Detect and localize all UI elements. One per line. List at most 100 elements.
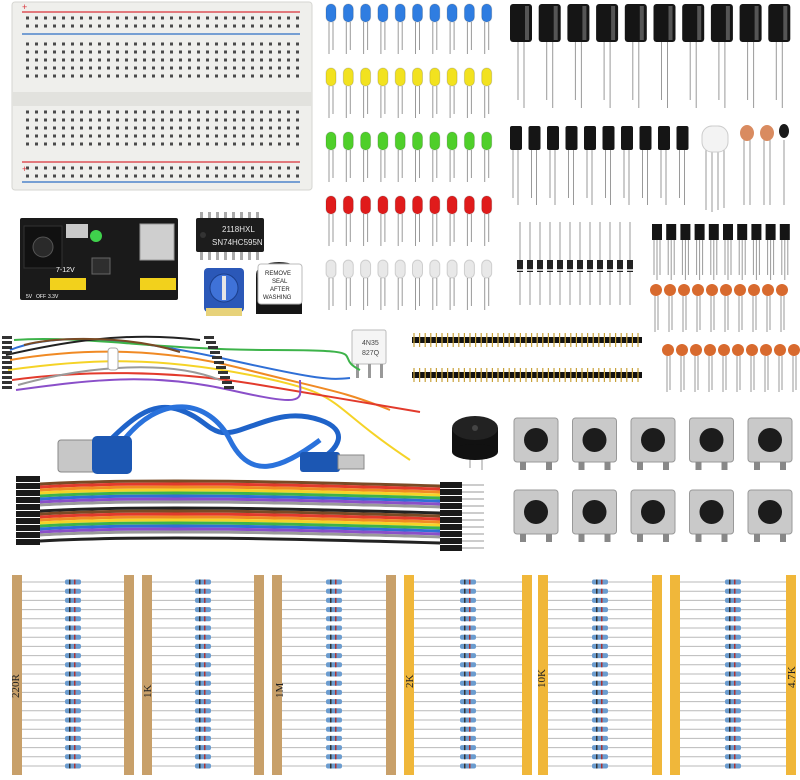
resistor-band bbox=[74, 735, 76, 741]
breadboard-hole bbox=[44, 142, 47, 146]
breadboard-hole bbox=[188, 66, 191, 70]
button-leg bbox=[780, 534, 786, 542]
breadboard-hole bbox=[278, 174, 281, 178]
resistor-band bbox=[335, 653, 337, 659]
resistor-band bbox=[469, 699, 471, 705]
resistor bbox=[65, 579, 81, 585]
resistor bbox=[65, 680, 81, 686]
resistor-band bbox=[69, 671, 71, 677]
breadboard-hole bbox=[296, 66, 299, 70]
resistor bbox=[195, 597, 211, 603]
breadboard-hole bbox=[287, 142, 290, 146]
breadboard-hole bbox=[269, 126, 272, 130]
breadboard-hole bbox=[197, 74, 200, 78]
breadboard-hole bbox=[224, 118, 227, 122]
resistor-band bbox=[199, 579, 201, 585]
resistor-band bbox=[469, 745, 471, 751]
resistor bbox=[326, 754, 342, 760]
dupont-connector bbox=[16, 518, 40, 524]
breadboard-hole bbox=[35, 134, 38, 138]
breadboard-hole bbox=[296, 110, 299, 114]
resistor bbox=[195, 763, 211, 769]
breadboard-hole bbox=[233, 74, 236, 78]
ribbon-wire bbox=[39, 527, 441, 536]
breadboard-hole bbox=[89, 16, 92, 20]
resistor bbox=[725, 634, 741, 640]
cap-stripe bbox=[611, 6, 616, 40]
jumper-tip bbox=[2, 376, 12, 379]
breadboard-hole bbox=[116, 142, 119, 146]
diode bbox=[567, 260, 573, 272]
cap-stripe bbox=[754, 6, 759, 40]
ceramic-capacitor bbox=[774, 344, 786, 356]
led-green bbox=[446, 131, 458, 151]
breadboard-hole bbox=[188, 16, 191, 20]
resistor-band bbox=[69, 597, 71, 603]
resistor-band bbox=[330, 671, 332, 677]
jumper-wire-bundle bbox=[2, 335, 421, 461]
ceramic-capacitor bbox=[706, 284, 718, 296]
transistor bbox=[694, 224, 705, 240]
breadboard-hole bbox=[287, 24, 290, 28]
breadboard-hole bbox=[98, 166, 101, 170]
breadboard-hole bbox=[89, 174, 92, 178]
resistor bbox=[592, 653, 608, 659]
resistor-band bbox=[734, 579, 736, 585]
small-electrolytic-capacitor bbox=[676, 126, 689, 150]
breadboard-hole bbox=[179, 142, 182, 146]
breadboard-hole bbox=[242, 110, 245, 114]
breadboard-hole bbox=[242, 16, 245, 20]
led-blue bbox=[481, 3, 493, 23]
breadboard-hole bbox=[134, 50, 137, 54]
resistor-band bbox=[729, 653, 731, 659]
led-white bbox=[412, 259, 423, 279]
small-electrolytic-capacitor bbox=[621, 126, 633, 150]
led-red bbox=[377, 195, 389, 215]
usb-cable bbox=[57, 404, 365, 474]
resistor-band bbox=[734, 754, 736, 760]
ceramic-capacitor bbox=[650, 284, 662, 296]
breadboard-hole bbox=[197, 110, 200, 114]
breadboard-hole bbox=[116, 42, 119, 46]
breadboard-hole bbox=[134, 142, 137, 146]
resistor bbox=[65, 689, 81, 695]
resistor bbox=[592, 699, 608, 705]
button-leg bbox=[637, 534, 643, 542]
resistor bbox=[326, 745, 342, 751]
resistor bbox=[725, 735, 741, 741]
breadboard-hole bbox=[107, 142, 110, 146]
resistor-band bbox=[335, 680, 337, 686]
resistor-band bbox=[469, 662, 471, 668]
dupont-connector bbox=[440, 524, 462, 530]
breadboard-hole bbox=[26, 118, 29, 122]
cap-stripe bbox=[697, 6, 702, 40]
resistor bbox=[592, 754, 608, 760]
ceramic-capacitor bbox=[734, 284, 746, 296]
resistor-band bbox=[734, 607, 736, 613]
optocoupler-marking-2: 827Q bbox=[362, 350, 380, 357]
jumper-tip bbox=[222, 381, 232, 384]
resistor-band bbox=[729, 643, 731, 649]
resistor-band bbox=[601, 671, 603, 677]
resistor-band bbox=[596, 680, 598, 686]
ceramic-capacitor bbox=[746, 344, 758, 356]
resistor-band bbox=[596, 754, 598, 760]
diode bbox=[577, 260, 583, 272]
resistor bbox=[460, 699, 476, 705]
ceramic-capacitor bbox=[692, 284, 704, 296]
breadboard-hole bbox=[143, 16, 146, 20]
resistor bbox=[326, 625, 342, 631]
resistor-band bbox=[74, 717, 76, 723]
resistor-band bbox=[596, 579, 598, 585]
breadboard-hole bbox=[62, 126, 65, 130]
breadboard-hole bbox=[35, 110, 38, 114]
resistor-band bbox=[335, 634, 337, 640]
ceramic-capacitor bbox=[732, 344, 744, 356]
breadboard-hole bbox=[44, 166, 47, 170]
dupont-connector bbox=[440, 531, 462, 537]
small-electrolytic-capacitor bbox=[584, 126, 596, 150]
led-green bbox=[412, 131, 423, 151]
breadboard-hole bbox=[152, 50, 155, 54]
breadboard-hole bbox=[260, 126, 263, 130]
breadboard-hole bbox=[251, 134, 254, 138]
